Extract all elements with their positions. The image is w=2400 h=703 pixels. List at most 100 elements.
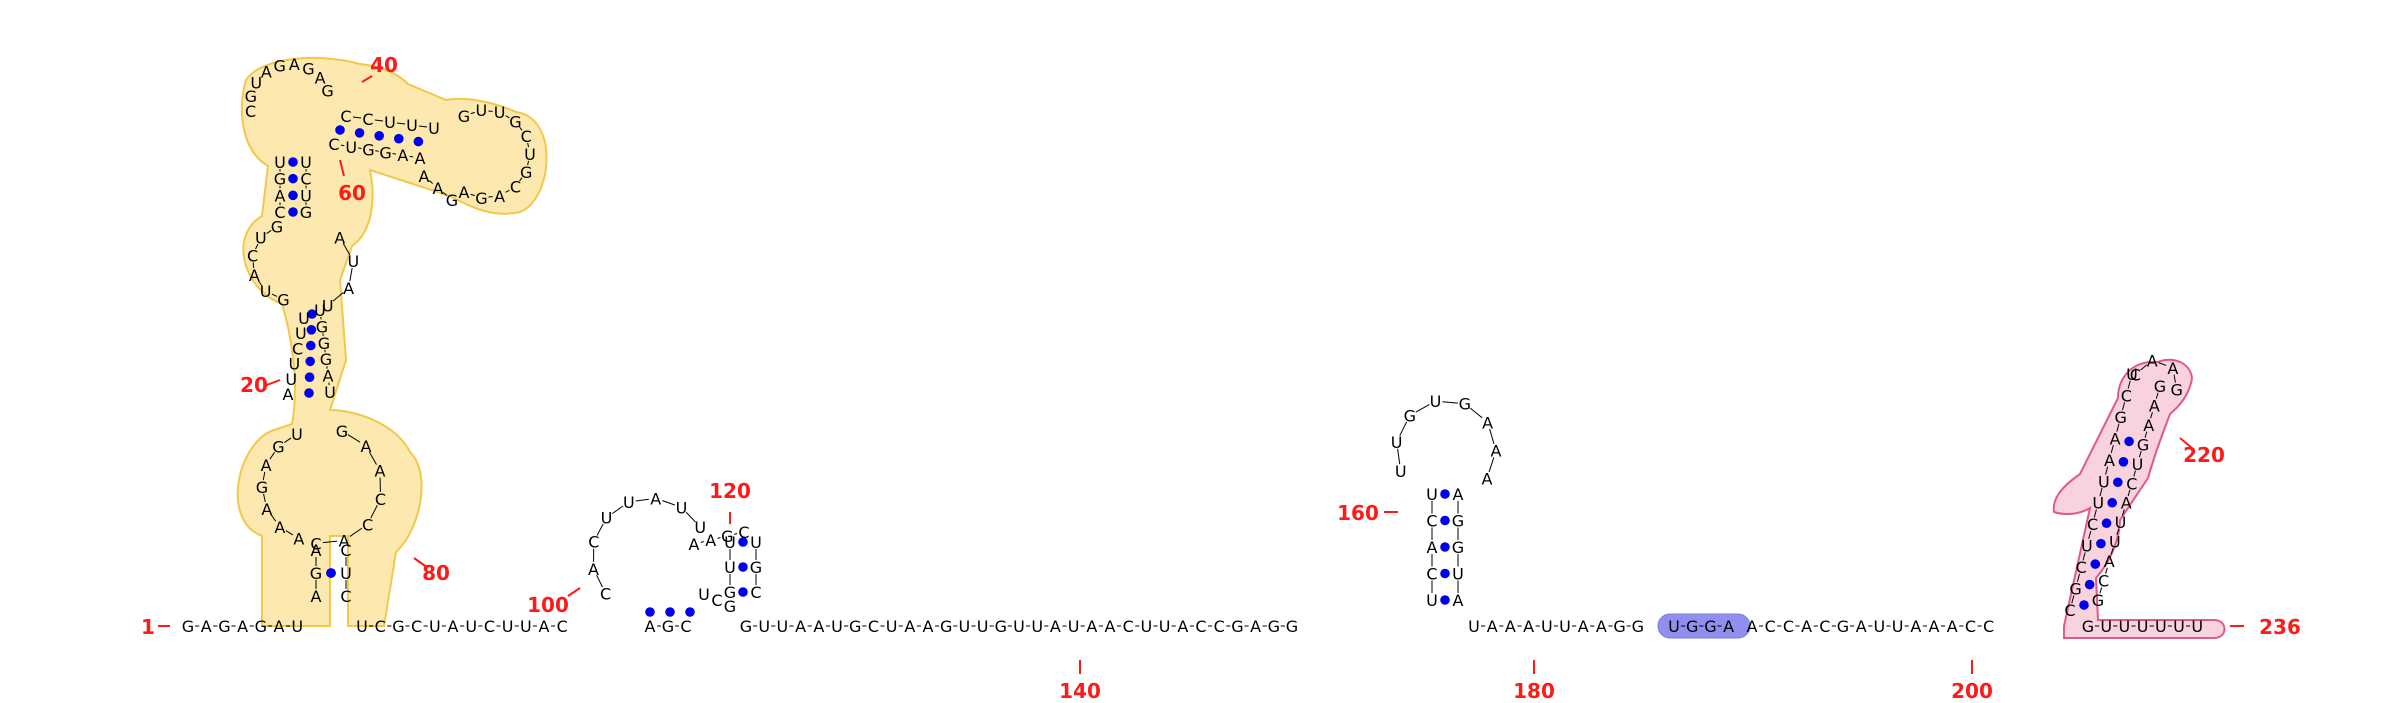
backbone-link	[611, 505, 624, 515]
nucleotide-backbone: G	[1837, 617, 1849, 636]
nucleotide-hairpin: G	[509, 112, 521, 131]
backbone-link	[368, 451, 377, 465]
backbone-link	[596, 574, 603, 588]
nucleotide-backbone: A	[904, 617, 915, 636]
nucleotide-hairpin: G	[446, 191, 458, 210]
position-number: 1	[141, 615, 155, 639]
nucleotide-stem2: A	[283, 385, 294, 404]
nucleotide-stem2: G	[318, 334, 330, 353]
highlight-blue-motif	[1657, 613, 1751, 639]
backbone-link	[2173, 374, 2176, 383]
nucleotide-backbone: A	[795, 617, 806, 636]
backbone-link	[2099, 587, 2103, 594]
position-number: 200	[1951, 679, 1993, 703]
nucleotide-hp160-loop: G	[1459, 395, 1471, 414]
backbone-link	[1488, 457, 1495, 473]
backbone-link	[349, 527, 363, 537]
nucleotide-hp160: A	[1453, 485, 1464, 504]
backbone-link	[2133, 470, 2136, 477]
nucleotide-backbone: U	[1068, 617, 1080, 636]
nucleotide-backbone: A	[1596, 617, 1607, 636]
nucleotide-loop: C	[362, 515, 373, 534]
base-pair-dot	[738, 537, 748, 547]
backbone-link	[266, 229, 272, 234]
nucleotide-backbone: G	[1632, 617, 1644, 636]
backbone-link	[270, 514, 277, 522]
base-pair-dot	[304, 388, 314, 398]
nucleotide-hp160-loop: A	[1491, 442, 1502, 461]
position-number: 100	[527, 593, 569, 617]
base-pair-dot	[394, 133, 404, 144]
base-pair-dot	[335, 125, 345, 135]
base-pair-dot	[2118, 457, 2129, 467]
base-pair-dot	[1440, 515, 1450, 526]
nucleotide-hp120: G	[721, 527, 733, 546]
nucleotide-hairpin: U	[494, 103, 506, 122]
backbone-link	[519, 177, 523, 182]
nucleotide-backbone: A	[813, 617, 824, 636]
position-number: 220	[2183, 443, 2225, 467]
nucleotide-loop: U	[255, 229, 267, 248]
nucleotide-hairpin: G	[458, 107, 470, 126]
nucleotide-hp100: C	[711, 591, 722, 610]
nucleotide-3prime: U	[2100, 617, 2112, 636]
nucleotide-hp120: C	[738, 523, 749, 542]
nucleotide-terminator: A	[2143, 416, 2154, 435]
nucleotide-hp120: C	[750, 583, 761, 602]
nucleotide-hp160: U	[1452, 565, 1464, 584]
nucleotide-hp160: G	[1452, 538, 1464, 557]
nucleotide-loop: A	[339, 531, 350, 550]
nucleotide-5prime: G	[218, 617, 230, 636]
nucleotide-helix40: G	[379, 143, 391, 162]
nucleotide-hp100-loop: U	[676, 498, 688, 517]
backbone-link	[700, 541, 704, 543]
nucleotide-stem3: U	[300, 153, 312, 172]
position-number: 160	[1337, 501, 1379, 525]
nucleotide-apical: G	[302, 60, 314, 79]
backbone-link	[370, 505, 378, 519]
backbone-link	[332, 292, 344, 302]
nucleotide-backbone: U	[777, 617, 789, 636]
base-pair-dot	[1440, 595, 1450, 605]
nucleotide-backbone: U	[1541, 617, 1553, 636]
nucleotide-terminator: U	[2081, 537, 2093, 556]
nucleotide-hp120: U	[724, 558, 736, 577]
backbone-link	[1415, 404, 1430, 413]
nucleotide-hp100-loop: U	[694, 518, 706, 537]
nucleotide-hairpin: A	[494, 187, 505, 206]
nucleotide-backbone: C	[868, 617, 879, 636]
nucleotide-loop: A	[261, 500, 272, 519]
nucleotide-backbone: C	[1783, 617, 1794, 636]
backbone-link	[257, 280, 262, 286]
nucleotide-loop: G	[277, 290, 289, 309]
nucleotide-backbone: A	[1105, 617, 1116, 636]
nucleotide-loop: A	[374, 462, 385, 481]
backbone-link	[1397, 448, 1401, 465]
nucleotide-backbone: C	[411, 617, 422, 636]
nucleotide-terminator: U	[2115, 513, 2127, 532]
base-pair-dot	[645, 607, 655, 617]
nucleotide-stem2: G	[316, 317, 328, 336]
backbone-link	[392, 153, 396, 155]
nucleotide-hairpin: C	[510, 178, 521, 197]
nucleotide-loop: A	[293, 530, 304, 549]
base-pair-dot	[305, 356, 316, 367]
nucleotide-loop: G	[336, 422, 348, 441]
nucleotide-backbone: G	[995, 617, 1007, 636]
backbone-link	[375, 150, 379, 152]
nucleotide-backbone: U	[1559, 617, 1571, 636]
nucleotide-backbone: U	[1892, 617, 1904, 636]
backbone-link	[352, 116, 362, 119]
nucleotide-backbone: U	[520, 617, 532, 636]
nucleotide-stem3: G	[300, 203, 312, 222]
nucleotide-terminator: A	[2121, 494, 2132, 513]
nucleotide-terminator: G	[2154, 377, 2166, 396]
nucleotide-backbone: G	[1268, 617, 1280, 636]
nucleotide-hairpin: A	[459, 183, 470, 202]
backbone-lines	[195, 110, 2191, 627]
base-pair-dot	[2101, 518, 2112, 528]
backbone-link	[734, 533, 738, 535]
nucleotide-hairpin: U	[524, 145, 536, 164]
